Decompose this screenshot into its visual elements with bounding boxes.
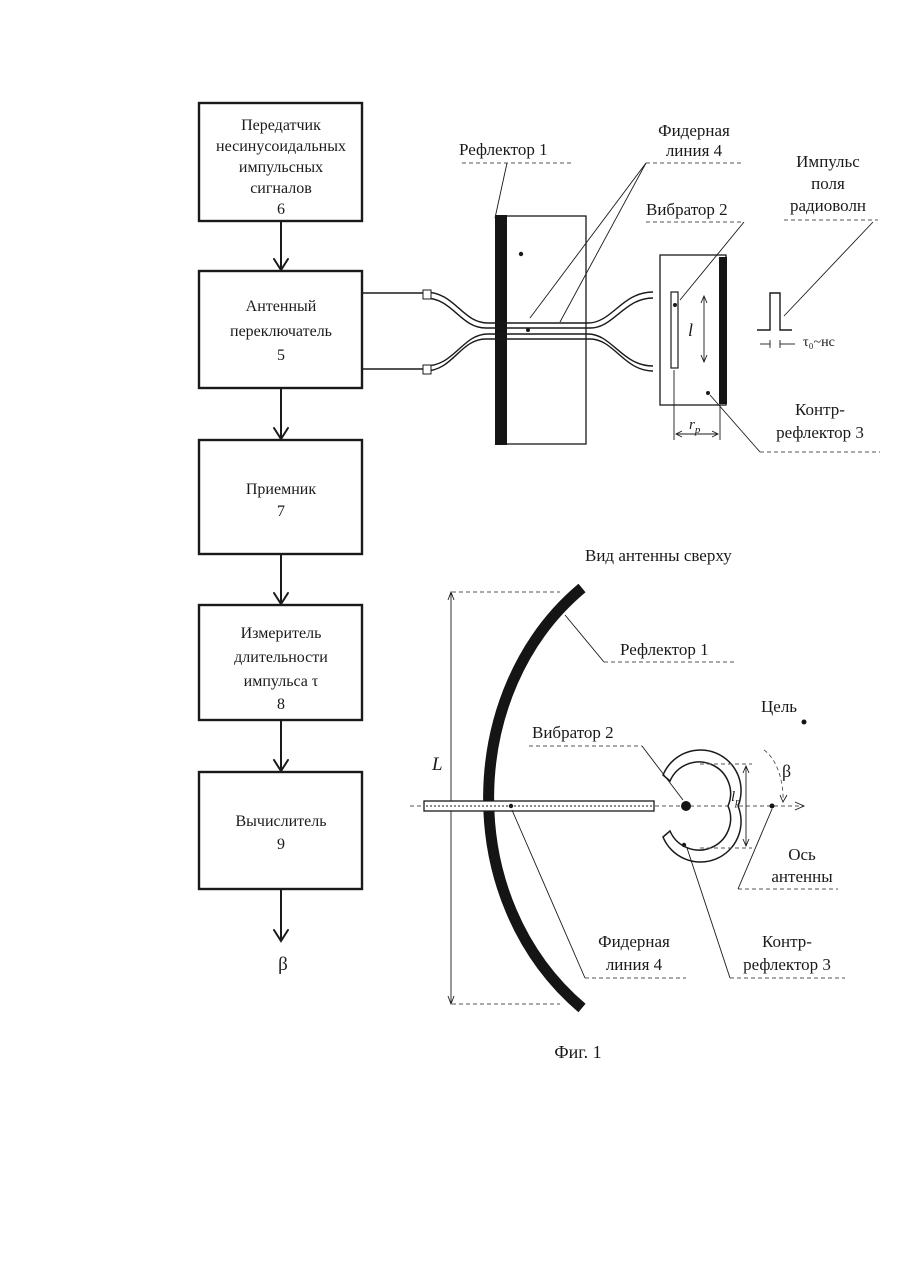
- top-feeder-label-1: Фидерная: [598, 932, 670, 951]
- block-diagram: Передатчик несинусоидальных импульсных с…: [199, 103, 362, 975]
- meter-line-1: Измеритель: [241, 625, 322, 642]
- top-counter-label-2: рефлектор 3: [743, 955, 831, 974]
- computer-number: 9: [277, 836, 285, 853]
- top-vibrator-label: Вибратор 2: [532, 723, 614, 742]
- switch-number: 5: [277, 347, 285, 364]
- top-feeder-label-2: линия 4: [606, 955, 663, 974]
- curved-reflector: [489, 588, 582, 1008]
- arrow-switch-receiver: [274, 388, 288, 439]
- switch-line-1: Антенный: [246, 298, 317, 315]
- meter-line-3: импульса τ: [244, 673, 319, 690]
- top-counter-reflector: [663, 750, 741, 862]
- l-label: l: [688, 320, 693, 340]
- radio-pulse: [757, 293, 795, 348]
- antenna-switch-block: Антенный переключатель 5: [199, 271, 362, 388]
- side-vibrator-label: Вибратор 2: [646, 200, 728, 219]
- computer-line-1: Вычислитель: [235, 813, 326, 830]
- top-vibrator-dot: [681, 801, 691, 811]
- meter-line-2: длительности: [234, 649, 328, 666]
- beta-label: β: [782, 761, 791, 781]
- pulse-label-2: поля: [811, 174, 845, 193]
- tau-label: τ₀~нс: [803, 335, 835, 350]
- receiver-line-1: Приемник: [246, 481, 316, 498]
- beta-arc: [764, 750, 783, 802]
- side-reflector-label: Рефлектор 1: [459, 140, 548, 159]
- pulse-label-1: Импульс: [796, 152, 860, 171]
- reflector-dot: [519, 252, 523, 256]
- antenna-top-view: Вид антенны сверху L: [410, 546, 845, 1008]
- top-reflector-label: Рефлектор 1: [620, 640, 709, 659]
- reflector-dark-edge: [495, 215, 507, 445]
- reflector-plate: [496, 216, 586, 444]
- side-counter-label-2: рефлектор 3: [776, 423, 864, 442]
- axis-label-2: антенны: [771, 867, 833, 886]
- arrow-meter-computer: [274, 720, 288, 771]
- L-dimension: [448, 592, 560, 1004]
- arrow-transmitter-switch: [274, 221, 288, 270]
- computer-block: Вычислитель 9: [199, 772, 362, 889]
- axis-label-1: Ось: [788, 845, 816, 864]
- output-arrow: [274, 889, 288, 941]
- target-dot: [802, 720, 807, 725]
- transmitter-number: 6: [277, 201, 285, 218]
- meter-number: 8: [277, 696, 285, 713]
- pulse-label-3: радиоволн: [790, 196, 866, 215]
- receiver-block: Приемник 7: [199, 440, 362, 554]
- transmitter-line-2: несинусоидальных: [216, 138, 346, 155]
- top-leader-lines: [512, 615, 845, 978]
- transmitter-line-3: импульсных: [239, 159, 323, 176]
- transmitter-line-1: Передатчик: [241, 117, 321, 134]
- switch-line-2: переключатель: [230, 323, 332, 340]
- side-counter-label-1: Контр-: [795, 400, 845, 419]
- side-feeder-label-1: Фидерная: [658, 121, 730, 140]
- antenna-side-view: l rp τ₀~нс Рефлектор 1 Фидерная линия 4 …: [362, 121, 880, 452]
- target-label: Цель: [761, 697, 797, 716]
- output-beta-label: β: [278, 954, 288, 975]
- rp-label: rp: [689, 417, 701, 436]
- top-view-title: Вид антенны сверху: [585, 546, 732, 565]
- figure-caption: Фиг. 1: [554, 1042, 601, 1062]
- pulse-meter-block: Измеритель длительности импульса τ 8: [199, 605, 362, 720]
- transmitter-line-4: сигналов: [250, 180, 312, 197]
- L-label: L: [431, 754, 443, 775]
- receiver-number: 7: [277, 503, 285, 520]
- top-counter-label-1: Контр-: [762, 932, 812, 951]
- side-feeder-label-2: линия 4: [666, 141, 723, 160]
- transmitter-block: Передатчик несинусоидальных импульсных с…: [199, 103, 362, 221]
- counter-reflector-plate: [719, 257, 727, 404]
- axis-point: [770, 804, 775, 809]
- arrow-receiver-meter: [274, 554, 288, 604]
